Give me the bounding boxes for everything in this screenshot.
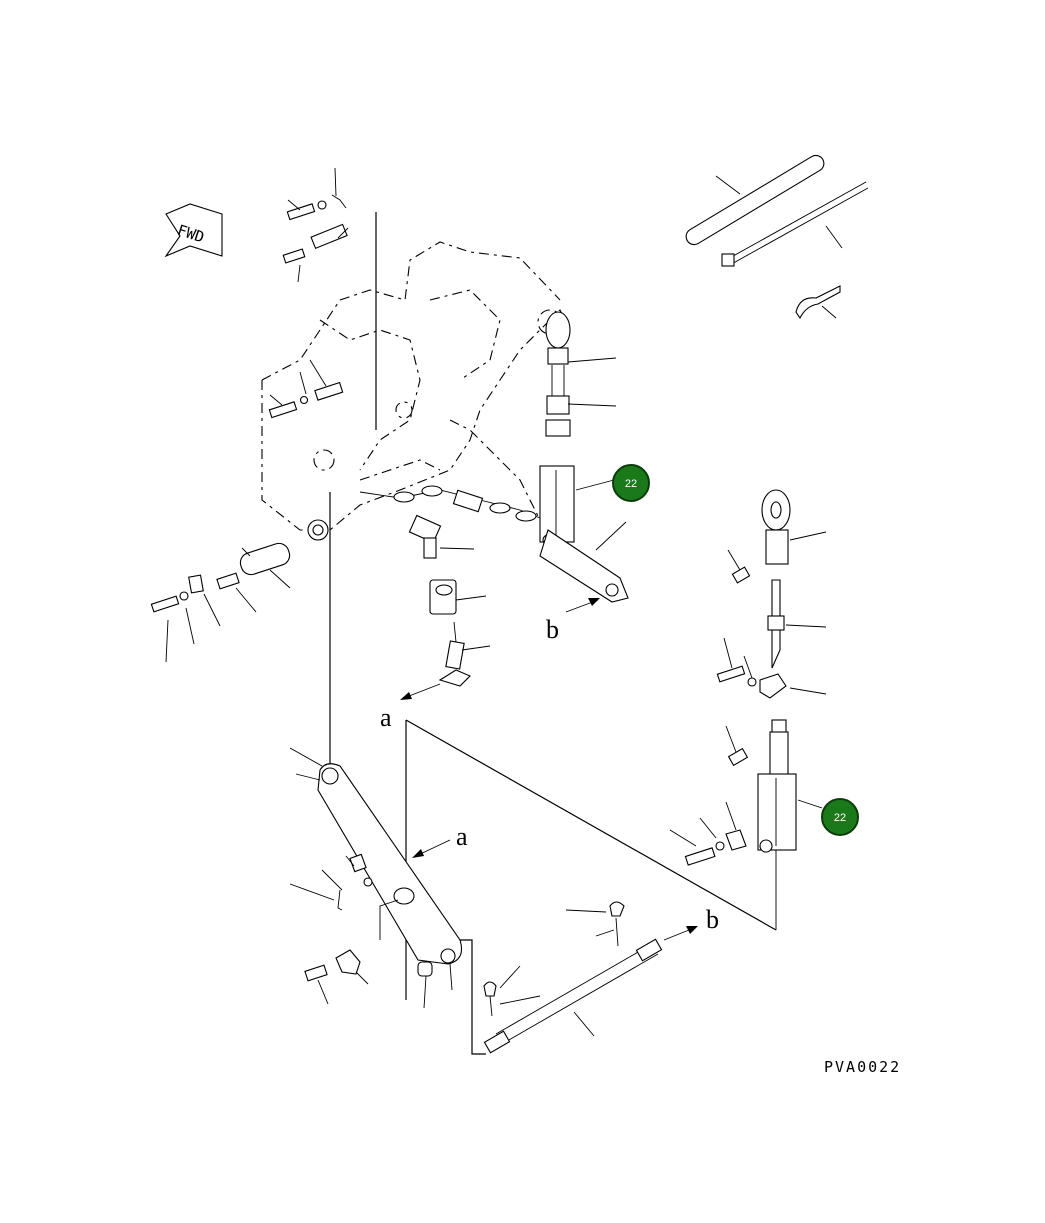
ref-label-a-top: a [380, 703, 392, 732]
ref-arrow-b-upper: b [546, 598, 600, 644]
ref-label-b-top: b [546, 615, 559, 644]
lift-link-upper [539, 311, 629, 603]
rear-housing [261, 241, 571, 541]
upper-bolt-group [282, 167, 349, 283]
check-chain [359, 485, 546, 522]
lower-left-hardware [289, 853, 453, 1009]
callout-22-lower-number: 22 [834, 812, 846, 824]
right-turnbuckle [716, 489, 827, 699]
callout-22-upper-number: 22 [625, 478, 637, 490]
ref-arrow-a-mid: a [412, 822, 468, 858]
right-parts-top [685, 154, 869, 320]
lower-lift-arm [289, 747, 463, 965]
left-pin-assembly [150, 542, 291, 663]
ref-arrow-b-lower: b [663, 905, 719, 941]
callout-22-lower[interactable]: 22 [821, 798, 859, 836]
ref-label-b-bottom: b [706, 905, 719, 934]
right-clevis [669, 719, 823, 930]
fwd-arrow-icon: FWD [164, 203, 223, 258]
left-bolt-group [268, 359, 344, 419]
drawing-code: PVA0022 [824, 1058, 901, 1076]
center-pin-group [408, 514, 491, 687]
ref-label-a-mid: a [456, 822, 468, 851]
callout-22-upper[interactable]: 22 [612, 464, 650, 502]
ref-arrow-a-upper: a [380, 683, 441, 732]
cross-shaft [460, 901, 663, 1055]
